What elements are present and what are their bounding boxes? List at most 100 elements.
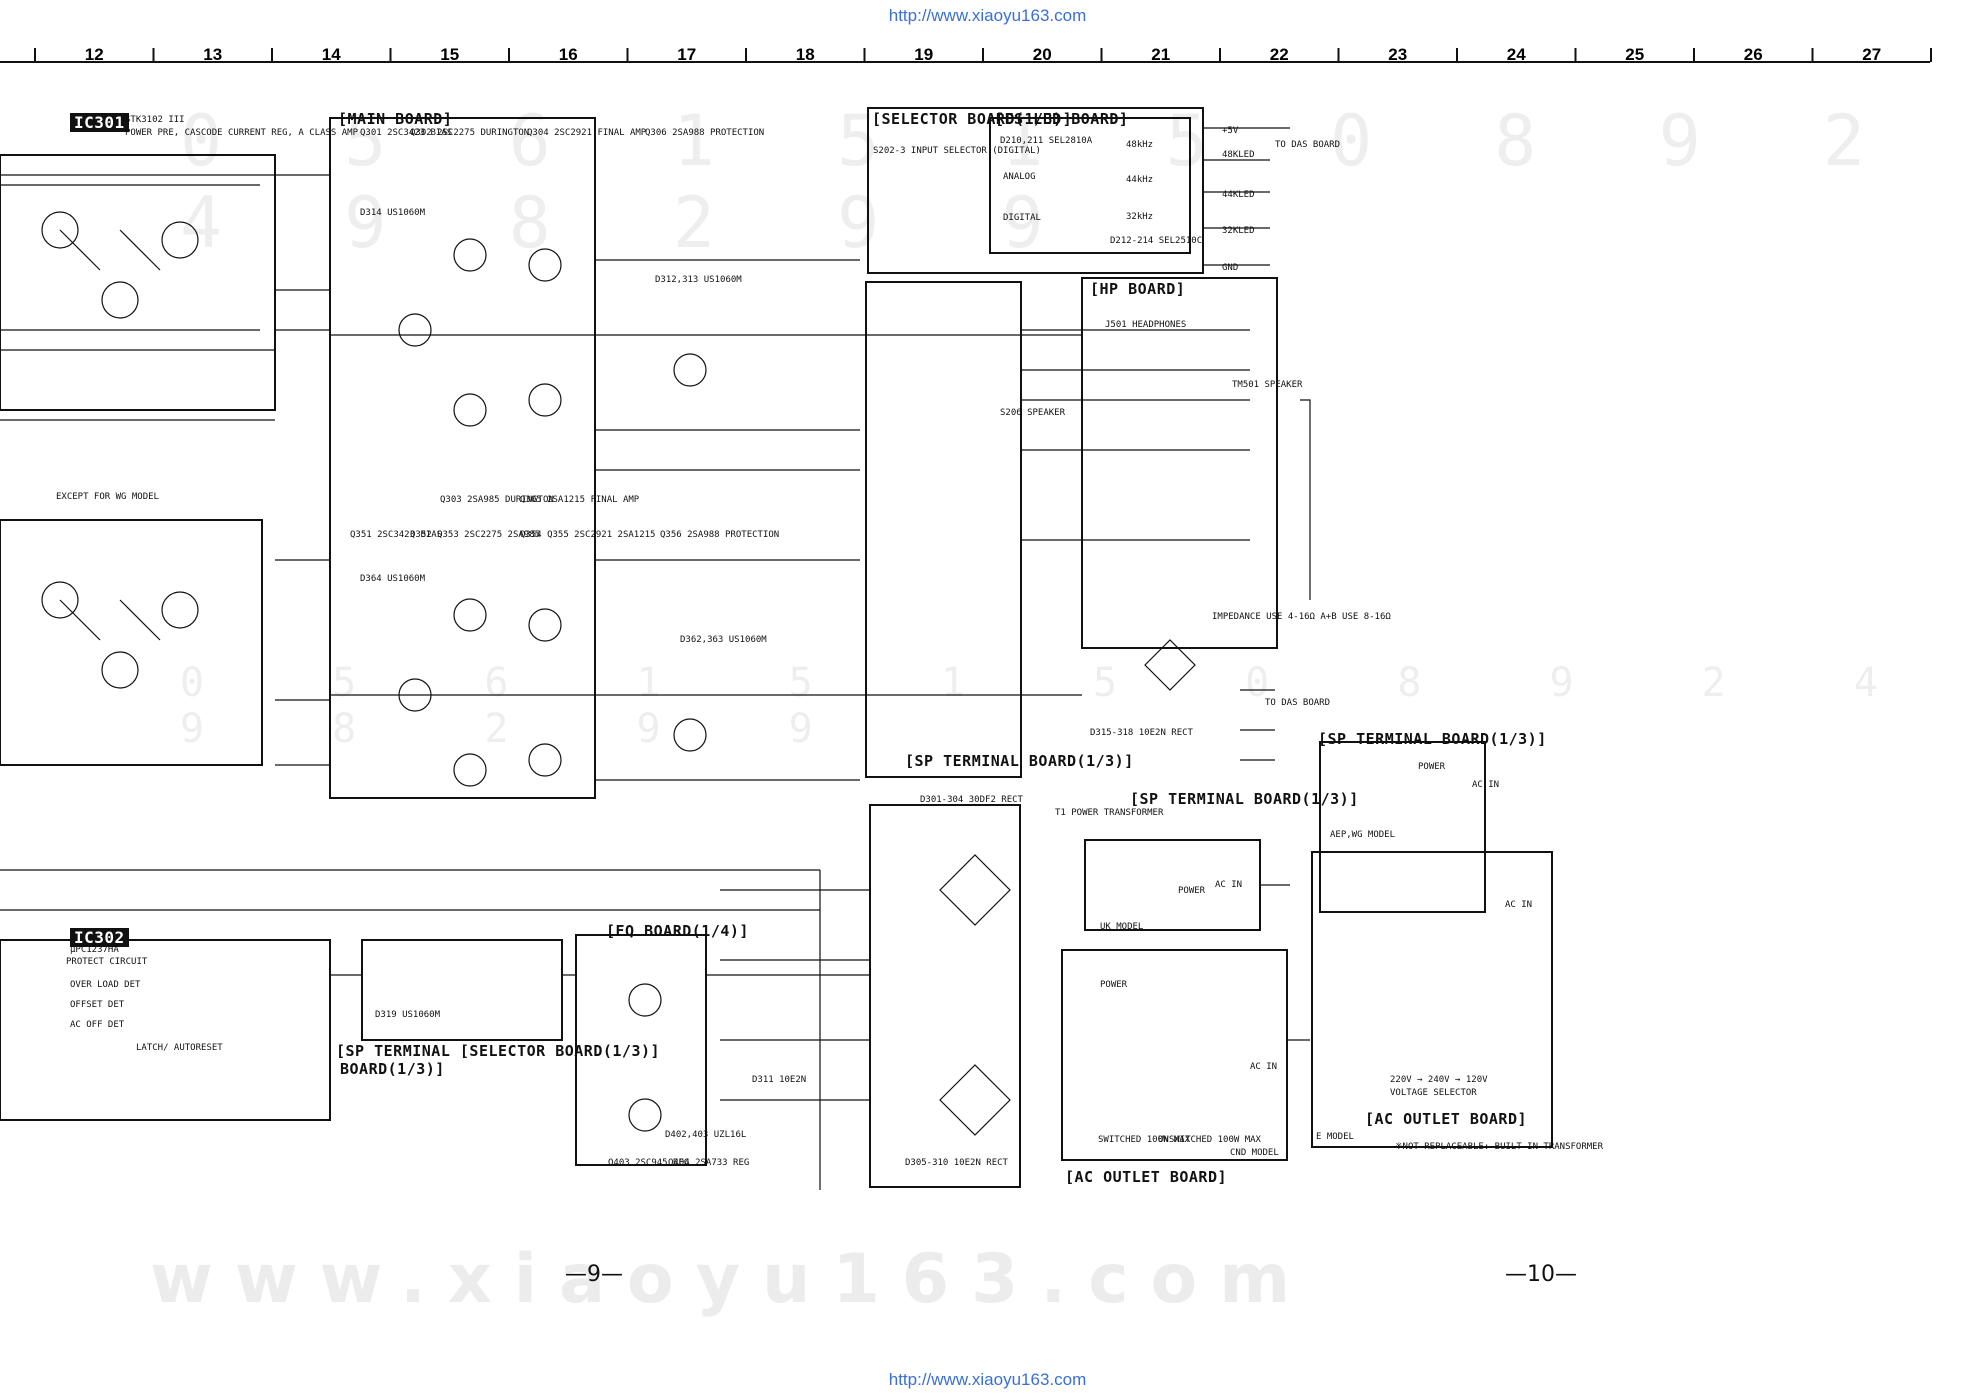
- ic302-part: μPC1237HA: [70, 945, 119, 955]
- ac-in-1: AC IN: [1250, 1062, 1278, 1072]
- offset-det: OFFSET DET: [70, 1000, 125, 1010]
- hp-board-title: [HP BOARD]: [1090, 280, 1186, 298]
- q301-label: Q301 2SC3423 BIAS: [360, 128, 453, 138]
- to-das-board-c: TO DAS BOARD: [1275, 140, 1341, 150]
- column-number-25: 25: [1625, 45, 1644, 64]
- column-number-26: 26: [1744, 45, 1763, 64]
- d305-label: D305-310 10E2N RECT: [905, 1158, 1008, 1168]
- header-url[interactable]: http://www.xiaoyu163.com: [888, 6, 1087, 25]
- ic301-lower-box: [0, 519, 263, 766]
- rail-32kled: 32KLED: [1222, 226, 1255, 236]
- uk-model-note: UK MODEL: [1100, 922, 1144, 932]
- tm501-label: TM501 SPEAKER: [1232, 380, 1303, 390]
- q305-label: Q305 2SA1215 FINAL AMP: [520, 495, 640, 505]
- ic301-part: STK3102 III: [125, 115, 185, 125]
- column-number-17: 17: [677, 45, 696, 64]
- ac-in-3: AC IN: [1472, 780, 1500, 790]
- except-wg-model: EXCEPT FOR WG MODEL: [56, 492, 159, 502]
- ac-in-4: AC IN: [1505, 900, 1533, 910]
- d402-label: D402,403 UZL16L: [665, 1130, 747, 1140]
- q351-label: Q351 2SC3423 BIAS: [350, 530, 443, 540]
- fs-led-board-title: [FS LED BOARD]: [995, 110, 1129, 128]
- d362-label: D362,363 US1060M: [680, 635, 767, 645]
- ac-outlet-board-title: [AC OUTLET BOARD]: [1065, 1168, 1228, 1186]
- main-board-title: [MAIN BOARD]: [338, 110, 453, 128]
- column-number-23: 23: [1388, 45, 1407, 64]
- d364-label: D364 US1060M: [360, 574, 426, 584]
- sp-terminal-board-right-title: [SP TERMINAL BOARD(1/3)]: [1318, 730, 1547, 748]
- sp-terminal-right-box: [1319, 741, 1486, 913]
- eq-board-box: [575, 934, 707, 1166]
- watermark-url: www.xiaoyu163.com: [150, 1240, 1313, 1319]
- q352-label: Q352 Q353 2SC2275 2SA985: [410, 530, 541, 540]
- column-number-20: 20: [1033, 45, 1052, 64]
- aep-wg-model-note: AEP,WG MODEL: [1330, 830, 1396, 840]
- sp-selector-board-title: [SP TERMINAL [SELECTOR BOARD(1/3)]: [336, 1042, 661, 1060]
- footer-url[interactable]: http://www.xiaoyu163.com: [888, 1370, 1087, 1389]
- column-number-27: 27: [1862, 45, 1881, 64]
- s202-label: S202-3 INPUT SELECTOR (DIGITAL): [873, 146, 1041, 156]
- freq-48k: 48kHz: [1126, 140, 1154, 150]
- d212-label: D212-214 SEL2510C: [1110, 236, 1203, 246]
- ac-in-2: AC IN: [1215, 880, 1243, 890]
- watermark-digits-mid: 0 5 6 1 5 1 5 0 8 9 2 4 9 8 2 9 9: [180, 660, 1930, 752]
- column-number-15: 15: [440, 45, 459, 64]
- d301-label: D301-304 30DF2 RECT: [920, 795, 1023, 805]
- latch-autoreset: LATCH/ AUTORESET: [136, 1043, 223, 1053]
- power-1: POWER: [1100, 980, 1128, 990]
- impedance-note: IMPEDANCE USE 4-16Ω A+B USE 8-16Ω: [1212, 612, 1391, 622]
- fs-led-board-box: [989, 117, 1191, 254]
- watermark-digits-top: 0 5 6 1 5 1 5 0 8 9 2 4 9 8 2 9 9: [180, 100, 1906, 264]
- ic302-title: IC302: [70, 928, 129, 947]
- ac-outlet-board-right-title: [AC OUTLET BOARD]: [1365, 1110, 1528, 1128]
- column-number-22: 22: [1270, 45, 1289, 64]
- ac-outlet-board-box: [1061, 949, 1288, 1161]
- column-number-12: 12: [85, 45, 104, 64]
- to-das-board-g: TO DAS BOARD: [1265, 698, 1331, 708]
- freq-32k: 32kHz: [1126, 212, 1154, 222]
- rail-gnd: GND: [1222, 263, 1239, 273]
- q303-label: Q303 2SA985 DURINGTON: [440, 495, 554, 505]
- s206-label: S206 SPEAKER: [1000, 408, 1066, 418]
- q306-label: Q306 2SA988 PROTECTION: [645, 128, 765, 138]
- column-number-16: 16: [559, 45, 578, 64]
- d319-label: D319 US1060M: [375, 1010, 441, 1020]
- voltage-selector: VOLTAGE SELECTOR: [1390, 1088, 1477, 1098]
- rectifier-box: [869, 804, 1021, 1188]
- ic301-title: IC301: [70, 113, 129, 132]
- d311-label: D311 10E2N: [752, 1075, 807, 1085]
- q356-label: Q356 2SA988 PROTECTION: [660, 530, 780, 540]
- main-board-frame: [329, 117, 596, 799]
- selector-board-box: [867, 107, 1204, 274]
- rail-44kled: 44KLED: [1222, 190, 1255, 200]
- power-3: POWER: [1418, 762, 1446, 772]
- hp-board-box: [1081, 277, 1278, 649]
- ac-outlet-unswitched: UNSWITCHED 100W MAX: [1158, 1135, 1261, 1145]
- q302-label: Q302 2SC2275 DURINGTON: [410, 128, 530, 138]
- eq-board-title: [EQ BOARD(1/4)]: [606, 922, 749, 940]
- ic302-box: [0, 939, 331, 1121]
- column-number-18: 18: [796, 45, 815, 64]
- page-number-10: —10—: [1505, 1262, 1577, 1287]
- q403-label: Q403 2SC945 REG: [608, 1158, 690, 1168]
- cnd-model-note: CND MODEL: [1230, 1148, 1279, 1158]
- column-number-24: 24: [1507, 45, 1526, 64]
- ac-off-det: AC OFF DET: [70, 1020, 125, 1030]
- voltage-options: 220V → 240V → 120V: [1390, 1075, 1488, 1085]
- sp-selector-mini-box: [361, 939, 563, 1041]
- selector-board-title: [SELECTOR BOARD(1/3)]: [872, 110, 1073, 128]
- column-number-19: 19: [914, 45, 933, 64]
- digital-tag: DIGITAL: [1003, 213, 1041, 223]
- column-number-21: 21: [1151, 45, 1170, 64]
- q354-label: Q354 Q355 2SC2921 2SA1215: [520, 530, 656, 540]
- d312-label: D312,313 US1060M: [655, 275, 742, 285]
- q304-label: Q304 2SC2921 FINAL AMP: [527, 128, 647, 138]
- not-replaceable-note: ※NOT REPLACEABLE: BUILT IN TRANSFORMER: [1395, 1142, 1604, 1152]
- d315-label: D315-318 10E2N RECT: [1090, 728, 1193, 738]
- j501-label: J501 HEADPHONES: [1105, 320, 1187, 330]
- q404-label: Q404 2SA733 REG: [668, 1158, 750, 1168]
- ic302-desc: PROTECT CIRCUIT: [66, 957, 148, 967]
